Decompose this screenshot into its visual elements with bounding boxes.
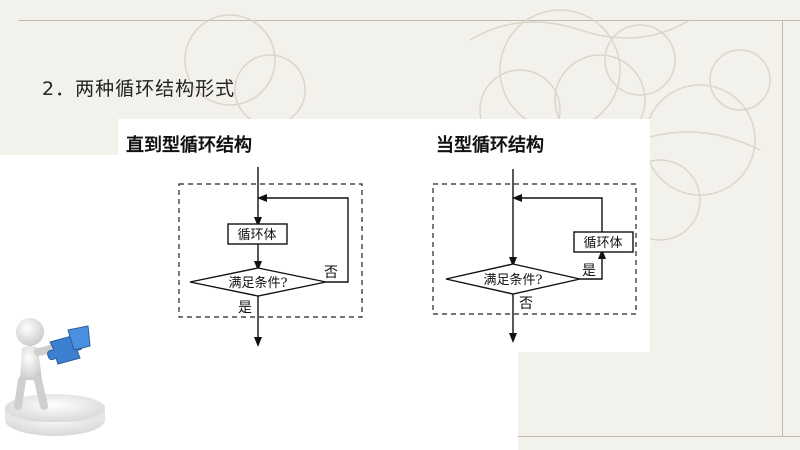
right-yes-label: 是 <box>582 263 596 279</box>
right-condition-label: 满足条件? <box>484 272 543 288</box>
left-chart-title: 直到型循环结构 <box>126 135 252 156</box>
section-heading: 2．两种循环结构形式 <box>42 78 236 100</box>
right-yes-to-process-arrow <box>580 249 606 280</box>
left-yes-label: 是 <box>238 300 252 316</box>
frame-top-line <box>18 20 800 21</box>
right-loop-back-arrow <box>512 194 603 232</box>
right-loop-boundary <box>432 183 637 315</box>
person-with-puzzle-icon <box>5 318 105 436</box>
left-no-label: 否 <box>324 265 338 281</box>
left-no-loop-back-arrow <box>257 194 349 283</box>
right-process-box <box>573 231 634 253</box>
right-process-label: 循环体 <box>583 236 622 251</box>
left-loop-boundary <box>178 183 363 318</box>
frame-right-line <box>782 20 783 436</box>
puzzle-piece-icon <box>47 325 91 365</box>
right-chart-title: 当型循环结构 <box>436 135 544 156</box>
left-process-label: 循环体 <box>237 228 276 243</box>
right-no-label: 否 <box>519 296 533 312</box>
left-condition-label: 满足条件? <box>229 275 288 291</box>
